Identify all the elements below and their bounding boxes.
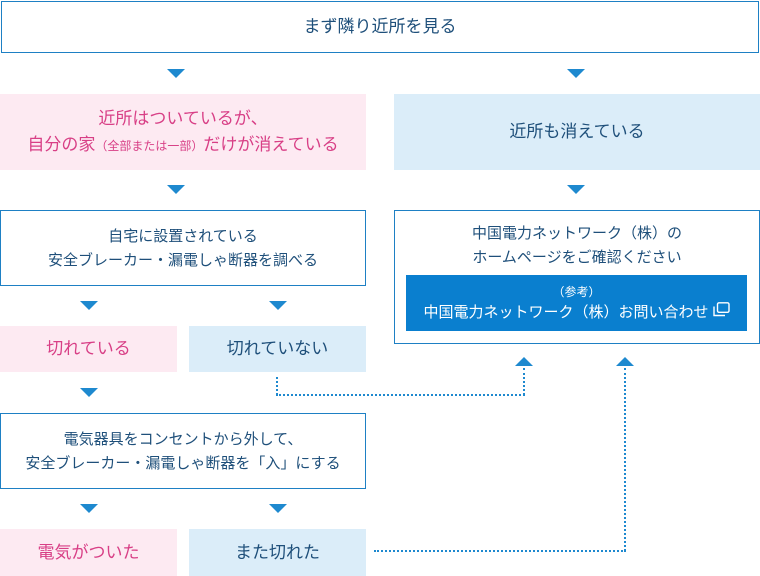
arrow-down-icon [80,504,98,513]
power-on-box: 電気がついた [0,529,177,576]
arrow-down-icon [167,69,185,78]
reset-line1: 電気器具をコンセントから外して、 [63,430,303,448]
contact-link-button[interactable]: （参考） 中国電力ネットワーク（株）お問い合わせ [406,275,747,331]
start-label: まず隣り近所を見る [303,17,457,37]
connector-line [523,368,525,395]
tripped-again-label: また切れた [235,542,320,563]
external-link-icon [712,301,730,323]
power-on-label: 電気がついた [37,542,140,563]
arrow-up-icon [515,357,533,366]
check-breaker-box: 自宅に設置されている 安全ブレーカー・漏電しゃ断器を調べる [0,210,366,286]
contact-link-label: 中国電力ネットワーク（株）お問い合わせ [423,303,709,321]
tripped-label: 切れている [46,339,131,359]
arrow-up-icon [616,357,634,366]
arrow-down-icon [269,301,287,310]
neighbors-on-line1: 近所はついているが、 [98,108,268,129]
arrow-down-icon [167,185,185,194]
neighbors-on-line2-small: （全部または一部） [95,138,204,153]
check-breaker-line1: 自宅に設置されている [108,227,258,245]
arrow-down-icon [567,185,585,194]
connector-line [276,377,278,395]
connector-line [276,394,525,396]
arrow-down-icon [80,301,98,310]
tripped-box: 切れている [0,326,177,372]
check-breaker-line2: 安全ブレーカー・漏電しゃ断器を調べる [47,251,318,269]
neighbors-off-label: 近所も消えている [509,122,645,142]
neighbors-off-box: 近所も消えている [394,94,760,170]
contact-link-note: （参考） [552,285,601,299]
reset-line2: 安全ブレーカー・漏電しゃ断器を「入」にする [25,454,341,472]
start-box: まず隣り近所を見る [1,1,759,53]
tripped-again-box: また切れた [189,529,366,576]
not-tripped-label: 切れていない [226,339,329,359]
not-tripped-box: 切れていない [189,326,366,372]
neighbors-on-line2: 自分の家（全部または一部）だけが消えている [27,132,338,159]
arrow-down-icon [269,504,287,513]
arrow-down-icon [80,388,98,397]
contact-link-text-row: 中国電力ネットワーク（株）お問い合わせ [423,301,730,323]
contact-line2: ホームページをご確認ください [472,248,682,266]
neighbors-on-line2-b: だけが消えている [203,134,339,155]
arrow-down-icon [567,69,585,78]
connector-line [374,550,626,552]
reset-breaker-box: 電気器具をコンセントから外して、 安全ブレーカー・漏電しゃ断器を「入」にする [0,413,366,489]
contact-line1: 中国電力ネットワーク（株）の [471,224,682,242]
neighbors-on-box: 近所はついているが、 自分の家（全部または一部）だけが消えている [0,94,366,170]
neighbors-on-line2-a: 自分の家 [27,134,96,155]
connector-line [624,368,626,551]
